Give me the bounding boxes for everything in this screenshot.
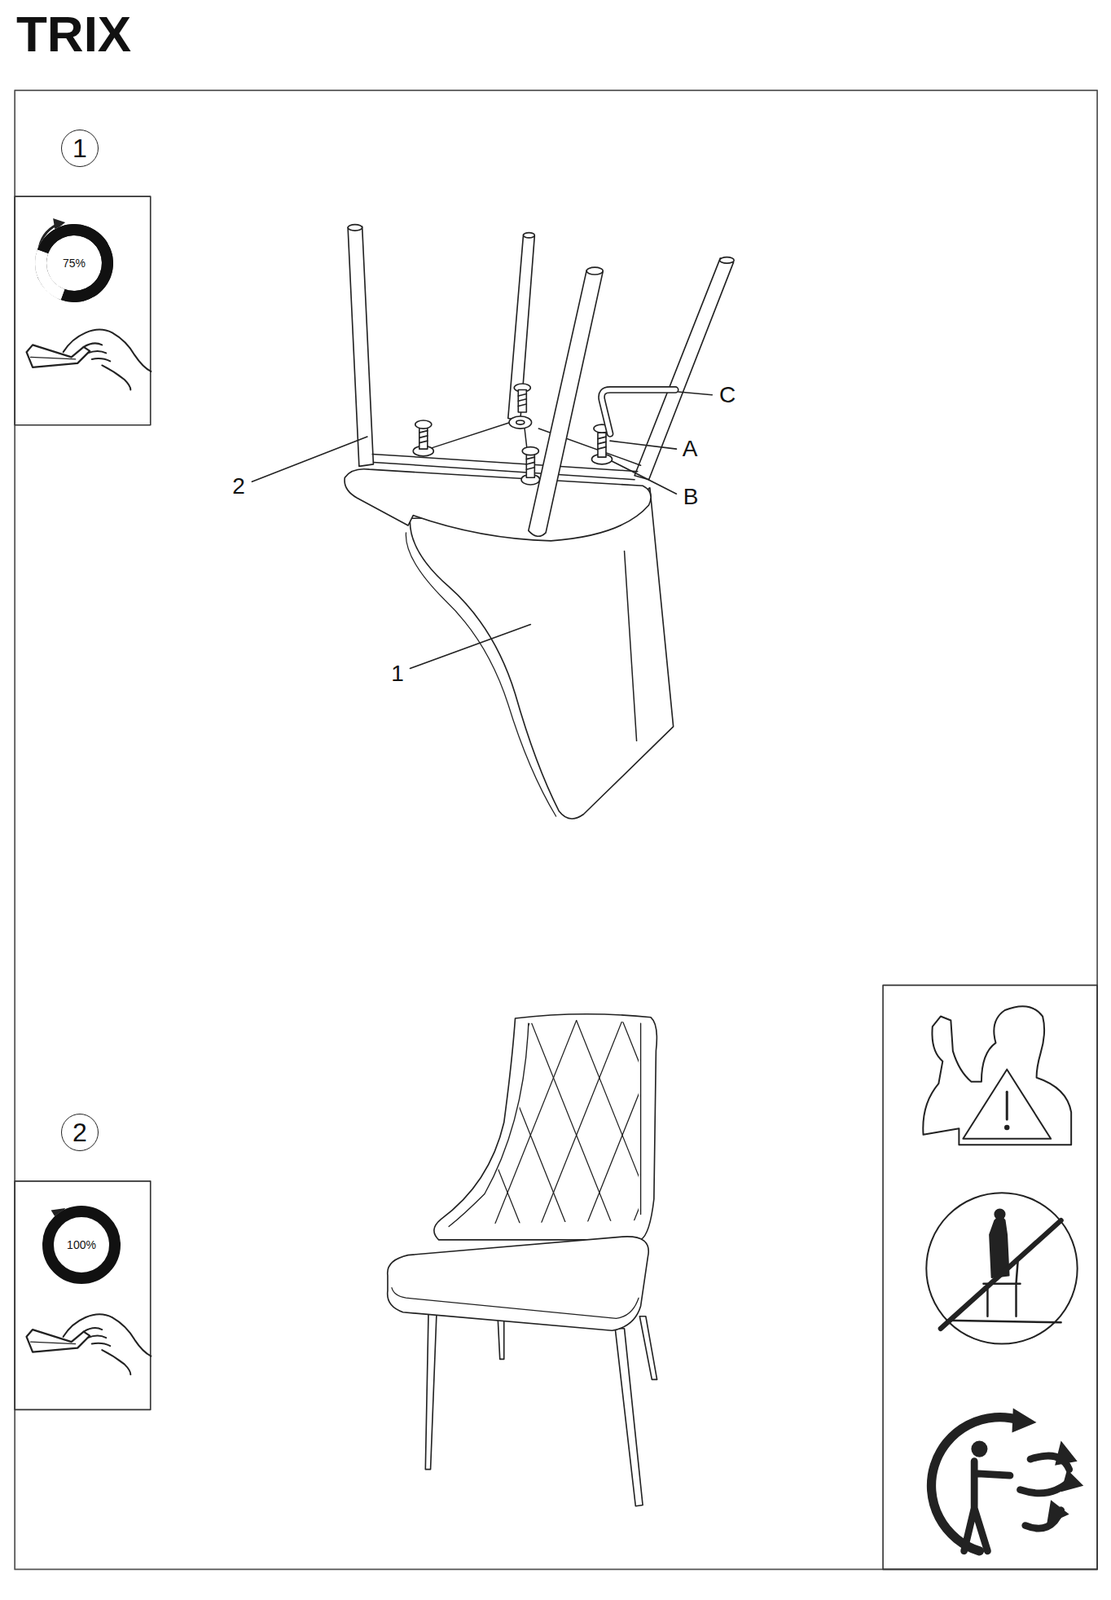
no-standing-icon — [926, 1192, 1077, 1344]
leader-line — [678, 391, 712, 396]
callout-label: B — [681, 484, 701, 510]
warning-panel — [882, 984, 1098, 1569]
leader-line — [610, 440, 677, 449]
tool-panel — [14, 1181, 151, 1410]
step-circle: 2 — [61, 1113, 99, 1151]
leader-line — [612, 461, 677, 494]
instruction-warning-icon — [922, 1005, 1072, 1145]
chair-upside-down — [344, 224, 734, 819]
step-number: 1 — [72, 135, 88, 162]
progress-ring: 100% — [42, 1205, 121, 1284]
leader-line — [251, 436, 368, 482]
callout-label: 2 — [230, 474, 247, 500]
page-frame — [14, 90, 1098, 1570]
step-circle: 1 — [61, 129, 99, 167]
callout-label: A — [680, 436, 700, 462]
leader-line — [410, 624, 532, 669]
percent-text: 75% — [62, 257, 86, 269]
callout-label: 1 — [389, 661, 406, 687]
tool-panel — [14, 196, 151, 426]
step-number: 2 — [72, 1119, 88, 1146]
recycling-icon — [930, 1408, 1084, 1551]
hand-with-key — [26, 329, 152, 391]
percent-text: 100% — [66, 1238, 97, 1251]
callout-label: C — [717, 382, 738, 409]
assembled-chair — [387, 1014, 715, 1507]
progress-ring: 75% — [35, 223, 114, 303]
hand-with-key — [26, 1313, 152, 1375]
title: TRIX — [16, 6, 132, 62]
